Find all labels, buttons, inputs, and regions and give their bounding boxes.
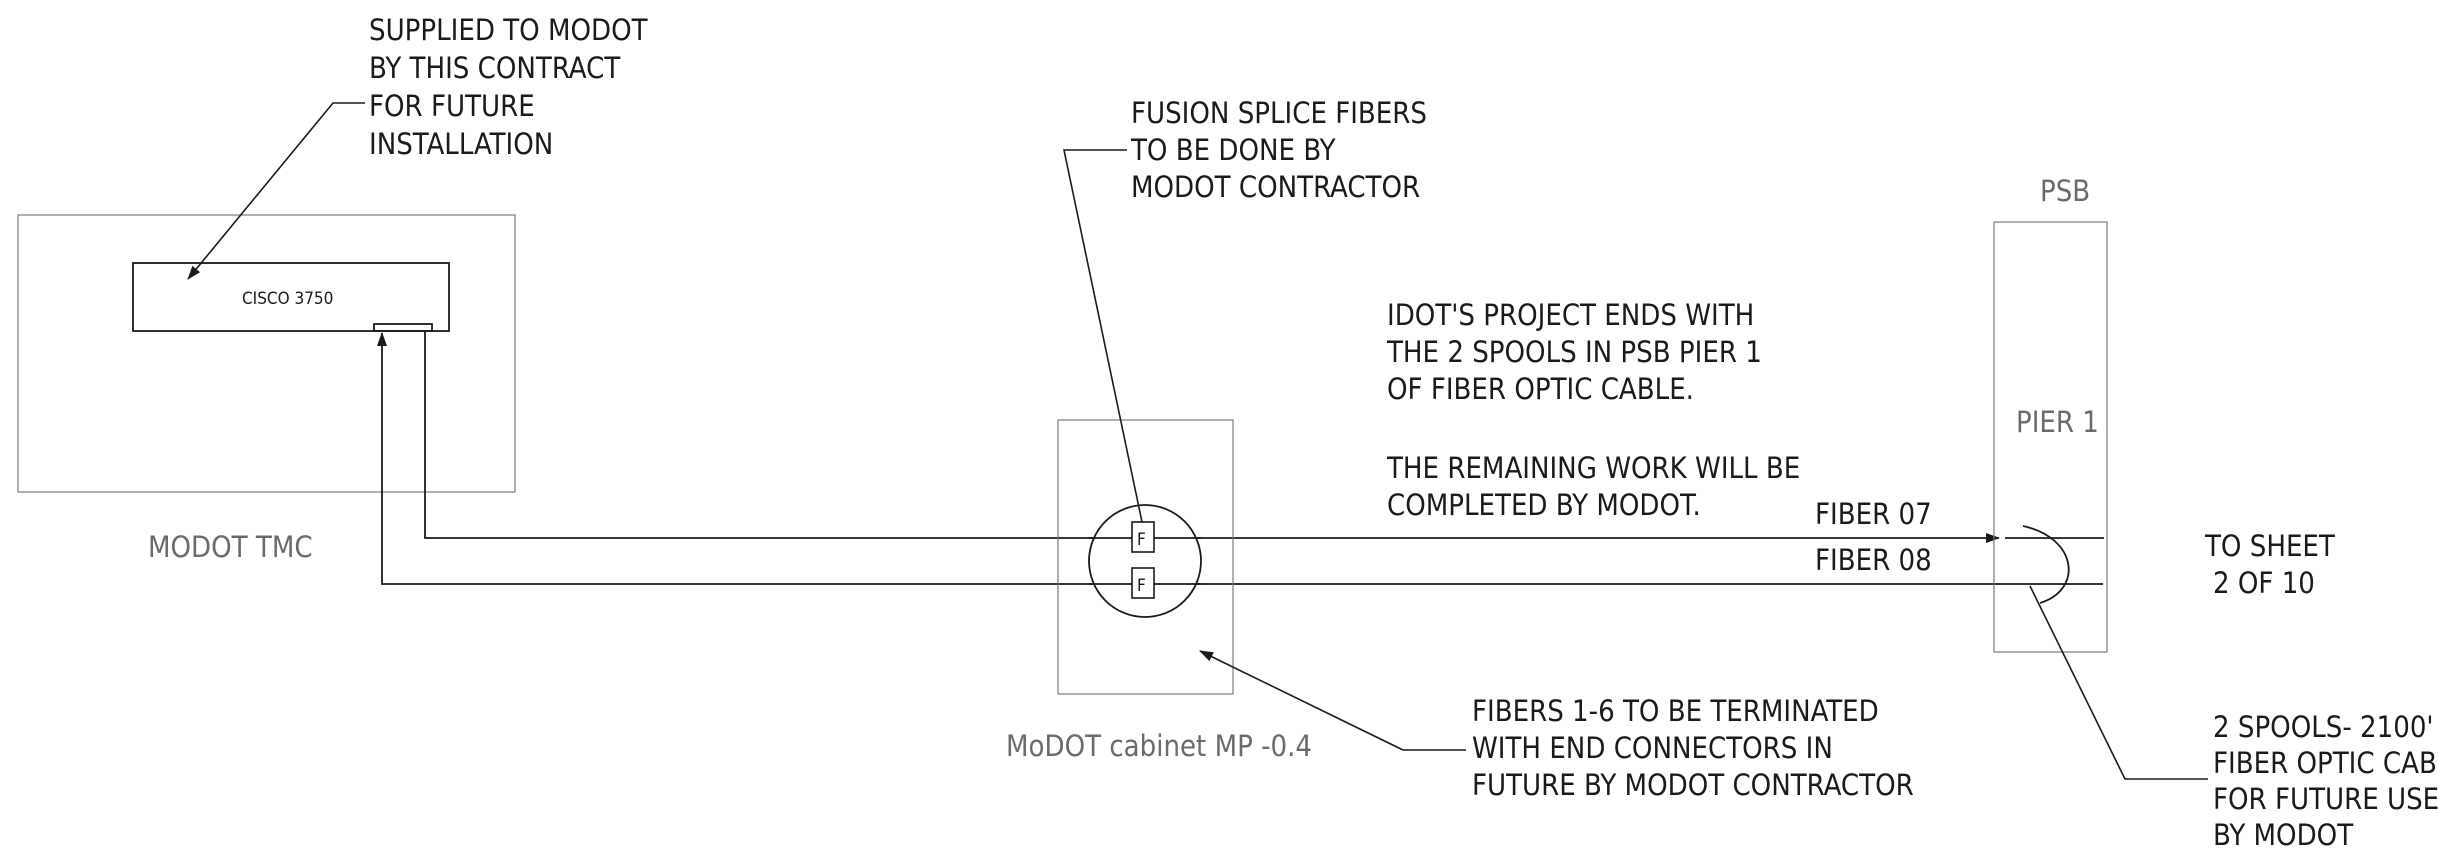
note-supplied-line-1: SUPPLIED TO MODOT [369,13,649,47]
note-spools-line-1: 2 SPOOLS- 2100' OF [2213,710,2438,744]
note-idot-line-3: OF FIBER OPTIC CABLE. [1387,372,1694,406]
note-idot-line-5: THE REMAINING WORK WILL BE [1386,451,1800,485]
leader-spools [2029,585,2208,780]
note-supplied-line-4: INSTALLATION [369,127,553,161]
note-idot-line-2: THE 2 SPOOLS IN PSB PIER 1 [1386,335,1762,369]
note-idot-line-6: COMPLETED BY MODOT. [1387,488,1701,522]
note-spools: 2 SPOOLS- 2100' OF FIBER OPTIC CABLE FOR… [2213,710,2438,852]
note-to-sheet: TO SHEET 2 OF 10 [2204,529,2343,600]
splice-enclosure [1088,504,1202,618]
note-fibers-terminated: FIBERS 1-6 TO BE TERMINATED WITH END CON… [1472,694,1914,802]
note-to-sheet-line-1: TO SHEET [2204,529,2336,563]
note-fibers-line-3: FUTURE BY MODOT CONTRACTOR [1472,768,1914,802]
note-idot: IDOT'S PROJECT ENDS WITH THE 2 SPOOLS IN… [1386,298,1809,522]
note-to-sheet-line-2: 2 OF 10 [2213,566,2315,600]
splice-mark-08: F [1137,576,1146,596]
note-fusion-line-2: TO BE DONE BY [1130,133,1337,167]
note-spools-line-4: BY MODOT [2213,818,2354,852]
splice-box-07 [1131,521,1155,553]
note-fusion: FUSION SPLICE FIBERS TO BE DONE BY MODOT… [1130,96,1435,204]
leader-supplied [187,102,365,280]
fiber-07-label: FIBER 07 [1815,497,1932,531]
psb-pier-box [1993,221,2108,653]
note-supplied-line-3: FOR FUTURE [369,89,535,123]
note-spools-line-3: FOR FUTURE USE [2213,782,2438,816]
note-fusion-line-3: MODOT CONTRACTOR [1131,170,1420,204]
cabinet-label: MoDOT cabinet MP -0.4 [1006,729,1312,763]
note-fibers-line-2: WITH END CONNECTORS IN [1472,731,1833,765]
splice-mark-07: F [1137,530,1146,550]
switch-port [373,323,433,332]
note-supplied: SUPPLIED TO MODOT BY THIS CONTRACT FOR F… [369,13,656,161]
switch-label: CISCO 3750 [242,289,333,309]
fiber-07-line [424,331,2000,543]
tmc-label: MODOT TMC [148,530,313,564]
note-fibers-line-1: FIBERS 1-6 TO BE TERMINATED [1472,694,1879,728]
note-idot-line-1: IDOT'S PROJECT ENDS WITH [1387,298,1754,332]
fiber-08-line [377,332,2103,585]
fiber-spool [2022,525,2070,604]
psb-label: PSB [2040,174,2090,208]
pier-label: PIER 1 [2016,405,2099,439]
note-fusion-line-1: FUSION SPLICE FIBERS [1131,96,1427,130]
leader-fusion [1063,149,1143,523]
tmc-box [17,214,516,493]
switch-box [132,262,450,332]
note-supplied-line-2: BY THIS CONTRACT [369,51,621,85]
note-spools-line-2: FIBER OPTIC CABLE [2213,746,2438,780]
splice-box-08 [1131,567,1155,599]
fiber-08-label: FIBER 08 [1815,543,1932,577]
leader-fibers-terminated [1199,650,1466,751]
cabinet-box [1057,419,1234,695]
